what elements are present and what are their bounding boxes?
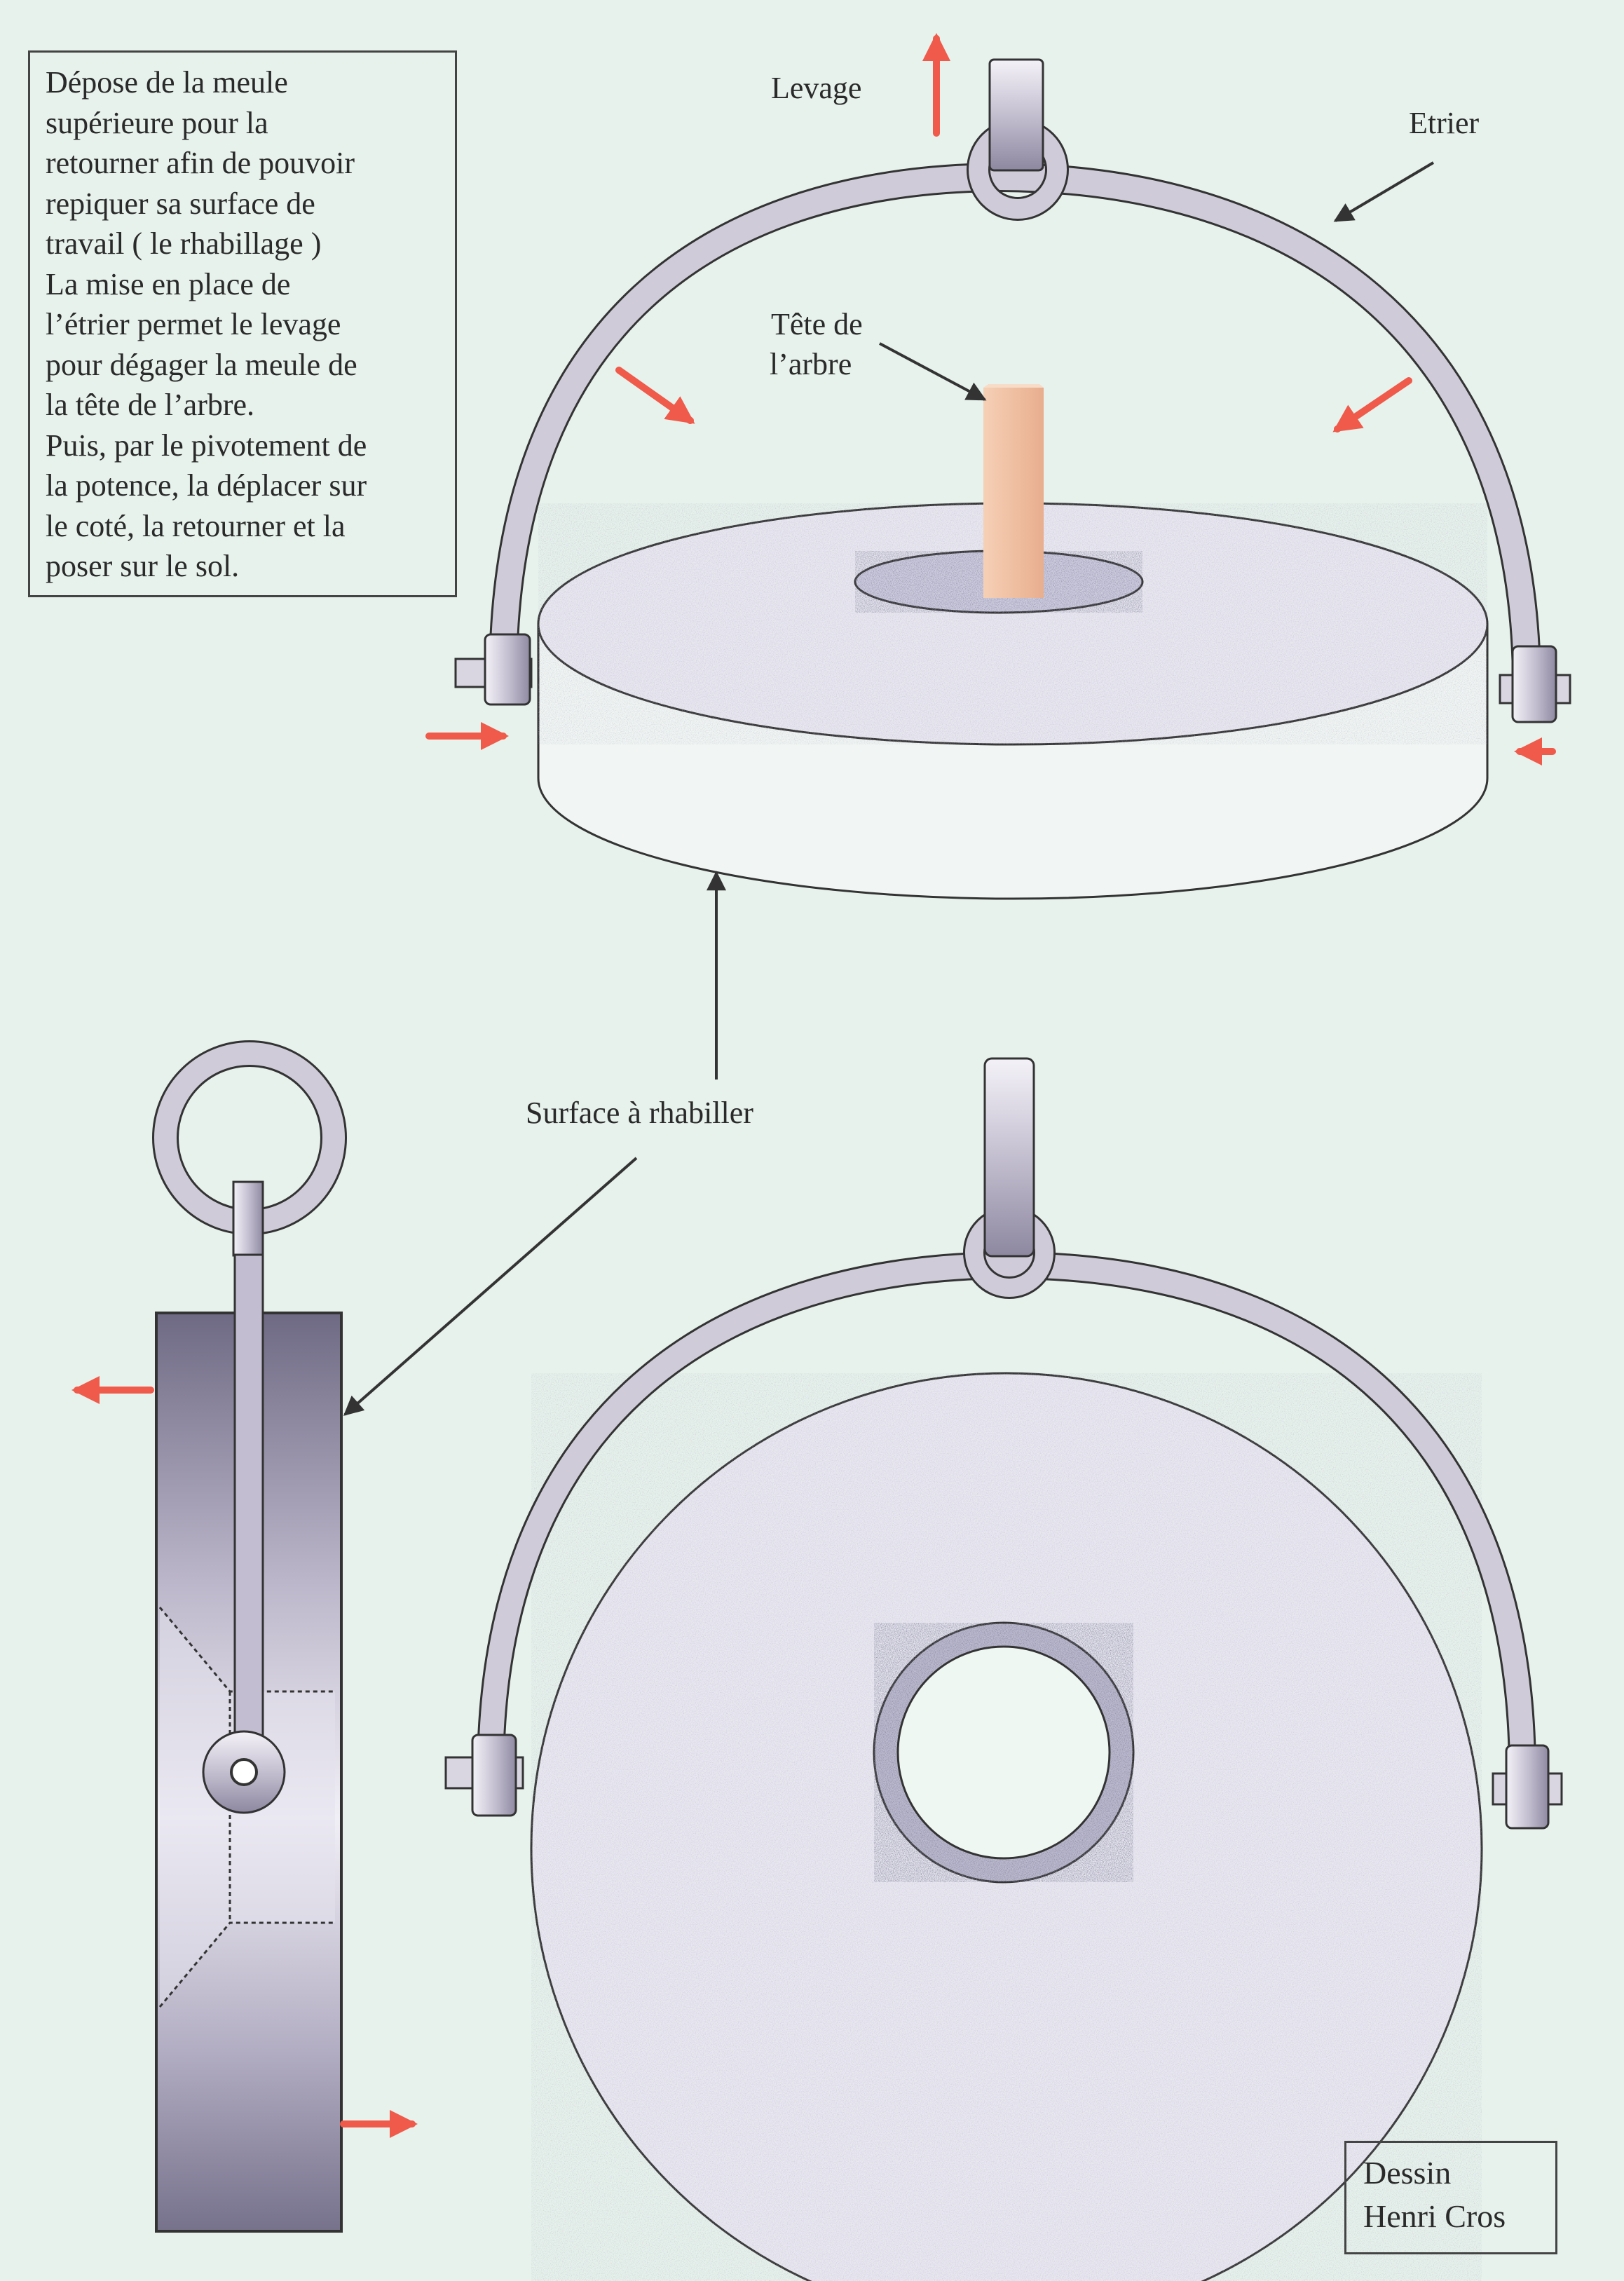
pointer-arrows [343,161,1435,1416]
description-line: repiquer sa surface de [46,186,315,221]
label-surface-a-rhabiller: Surface à rhabiller [526,1096,753,1130]
description-line: la tête de l’arbre. [46,388,255,422]
top-millstone [537,502,1489,900]
surface-pointer-side-icon [343,1157,638,1416]
front-view-millstone [530,1372,1483,2281]
description-line: travail ( le rhabillage ) [46,226,322,261]
label-arbre: l’arbre [770,347,852,381]
arrow-inward-right-icon [1332,377,1412,433]
description-line: le coté, la retourner et la [46,508,346,543]
description-line: pour dégager la meule de [46,347,357,382]
credit-line: Dessin [1363,2155,1452,2191]
label-etrier: Etrier [1409,106,1480,140]
description-line: Dépose de la meule [46,65,288,100]
description-line: La mise en place de [46,266,291,301]
etrier-pointer-icon [1333,161,1435,222]
side-view-millstone [152,1040,347,2233]
description-line: retourner afin de pouvoir [46,146,355,180]
shaft-pointer-icon [879,342,987,401]
arrow-inward-left-icon [615,367,695,424]
description-line: Puis, par le pivotement de [46,428,367,463]
label-tete-de: Tête de [771,307,863,341]
description-line: l’étrier permet le levage [46,307,341,341]
description-line: supérieure pour la [46,105,268,140]
description-line: poser sur le sol. [46,549,240,583]
red-motion-arrows [71,33,1556,2138]
label-levage: Levage [771,71,862,105]
stirrup-front [444,1057,1563,1830]
eye-hole [896,1645,1111,1860]
credit-line: Henri Cros [1363,2198,1506,2234]
description-box: Dépose de la meule supérieure pour la re… [28,50,457,597]
stirrup-top [454,58,1571,723]
credit-box: Dessin Henri Cros [1344,2141,1557,2254]
description-line: la potence, la déplacer sur [46,468,367,503]
shaft-head [983,384,1044,598]
